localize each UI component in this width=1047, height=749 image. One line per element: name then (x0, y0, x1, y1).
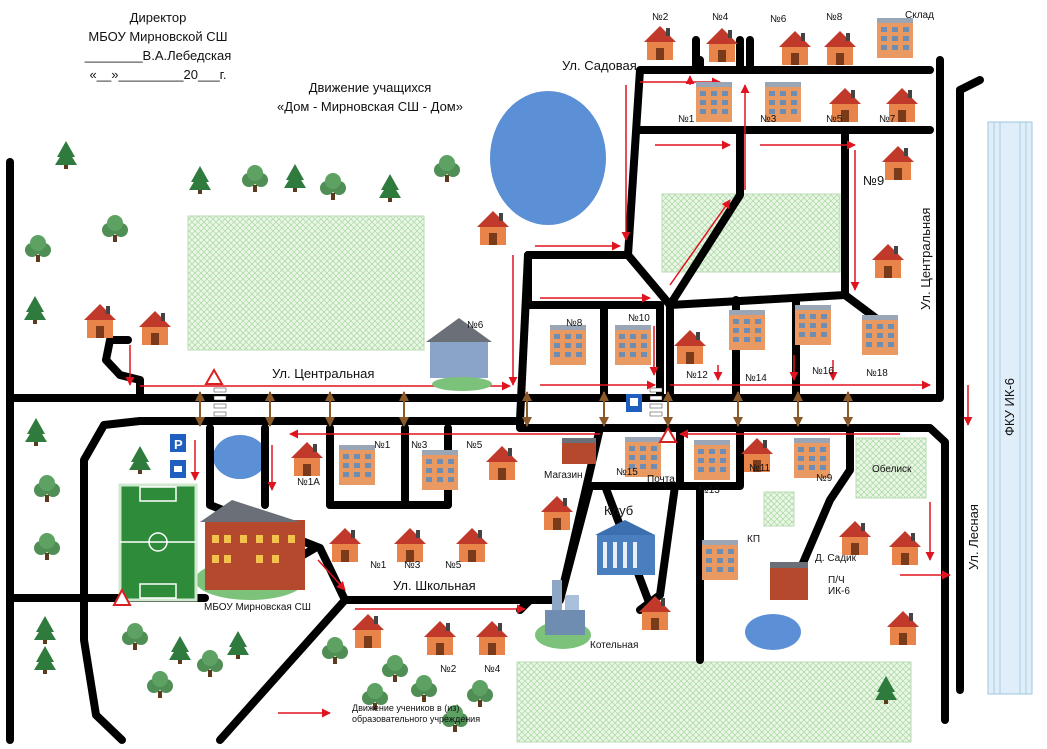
house-number: №8 (826, 12, 843, 23)
approval-org: МБОУ Мирновской СШ (88, 29, 228, 44)
pch-label-1: П/Ч (828, 575, 845, 586)
ponds (213, 91, 801, 650)
legend-text-1: Движение учеников в (из) (352, 703, 460, 713)
green-zones (187, 193, 927, 743)
house-number: №2 (440, 664, 457, 675)
approval-block: Директор МБОУ Мирновской СШ ________В.А.… (58, 8, 258, 84)
house-number: №6 (467, 320, 484, 331)
house-number: №3 (411, 440, 428, 451)
house-number: №13 (698, 485, 720, 496)
house-number: №16 (812, 366, 834, 377)
road-signs (112, 367, 678, 606)
house-number: №4 (712, 12, 729, 23)
house-number: №7 (879, 114, 896, 125)
legend-text-2: образовательного учреждения (352, 714, 481, 724)
house-number: №18 (866, 368, 888, 379)
house-number: №8 (566, 318, 583, 329)
club-building (595, 520, 655, 575)
no9-big-label: №9 (863, 173, 885, 188)
house-number: №2 (652, 12, 669, 23)
pch-label-2: ИК-6 (828, 586, 850, 597)
house-number: №6 (770, 14, 787, 25)
street-shkolnaya: Ул. Школьная (393, 578, 476, 593)
landmark-buildings (426, 318, 808, 600)
boiler-building (535, 580, 591, 649)
street-centralnaya: Ул. Центральная (272, 366, 375, 381)
approval-date: «__»_________20___г. (89, 67, 227, 82)
house-number: №5 (466, 440, 483, 451)
house-number: №3 (404, 560, 421, 571)
house-number: №1 (370, 560, 387, 571)
house-number: №1 (678, 114, 695, 125)
obelisk-label: Обелиск (872, 464, 912, 475)
kotelnaya-label: Котельная (590, 640, 639, 651)
house-number: №12 (686, 370, 708, 381)
house-number: №1 (374, 440, 391, 451)
house-number: №11 (749, 463, 771, 474)
approval-signature: ________В.А.Лебедская (84, 48, 232, 63)
house-number: №4 (484, 664, 501, 675)
parking-sign: P (174, 437, 183, 452)
fku-label: ФКУ ИК-6 (1002, 378, 1017, 436)
house-number: №5 (826, 114, 843, 125)
pedestrian-crossings (195, 391, 853, 427)
sklad-label: Склад (905, 10, 934, 21)
school-building (195, 500, 305, 600)
street-centralnaya-vertical: Ул. Центральная (918, 207, 933, 310)
house-number: №5 (445, 560, 462, 571)
house-number: №14 (745, 373, 767, 384)
pochta-label: Почта (647, 474, 675, 485)
approval-title: Директор (129, 10, 187, 25)
house-number: №15 (616, 467, 638, 478)
kp-label: КП (747, 534, 761, 545)
fku-zone (987, 121, 1033, 695)
house-number: №3 (760, 114, 777, 125)
dsadik-label: Д. Садик (815, 553, 857, 564)
house-number: №9 (816, 473, 833, 484)
street-sadovaya: Ул. Садовая (562, 58, 637, 73)
street-lesnaya: Ул. Лесная (966, 504, 981, 570)
house-number: №10 (628, 313, 650, 324)
club-label: Клуб (604, 503, 634, 518)
house-number: №1А (297, 477, 320, 488)
school-label: МБОУ Мирновская СШ (204, 602, 311, 613)
magazin-label: Магазин (544, 470, 583, 481)
map-title: Движение учащихся «Дом - Мирновская СШ -… (277, 80, 463, 114)
stadium (118, 483, 198, 602)
